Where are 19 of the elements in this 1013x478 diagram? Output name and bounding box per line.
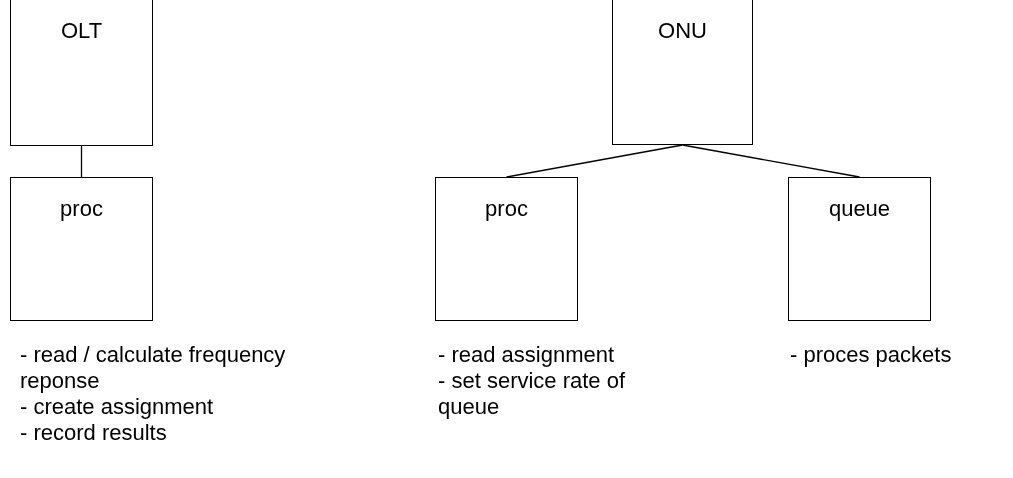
note-text: - set service rate of queue xyxy=(438,368,627,420)
note-text: - read assignment xyxy=(438,342,616,368)
note-text: - record results xyxy=(20,420,168,446)
box-label: OLT xyxy=(59,18,104,44)
note-text: - proces packets xyxy=(790,342,953,368)
box-label: queue xyxy=(827,196,892,222)
process-box xyxy=(10,177,153,321)
box-label: proc xyxy=(59,196,104,222)
process-box xyxy=(435,177,578,321)
process-box xyxy=(10,0,153,146)
box-label: ONU xyxy=(657,18,708,44)
box-label: proc xyxy=(484,196,529,222)
process-box xyxy=(788,177,931,321)
note-text: - read / calculate frequency reponse xyxy=(20,342,287,394)
process-box xyxy=(612,0,753,145)
connector-line xyxy=(681,144,861,178)
connector-line xyxy=(505,144,684,178)
connector-line xyxy=(80,145,83,178)
note-text: - create assignment xyxy=(20,394,215,420)
